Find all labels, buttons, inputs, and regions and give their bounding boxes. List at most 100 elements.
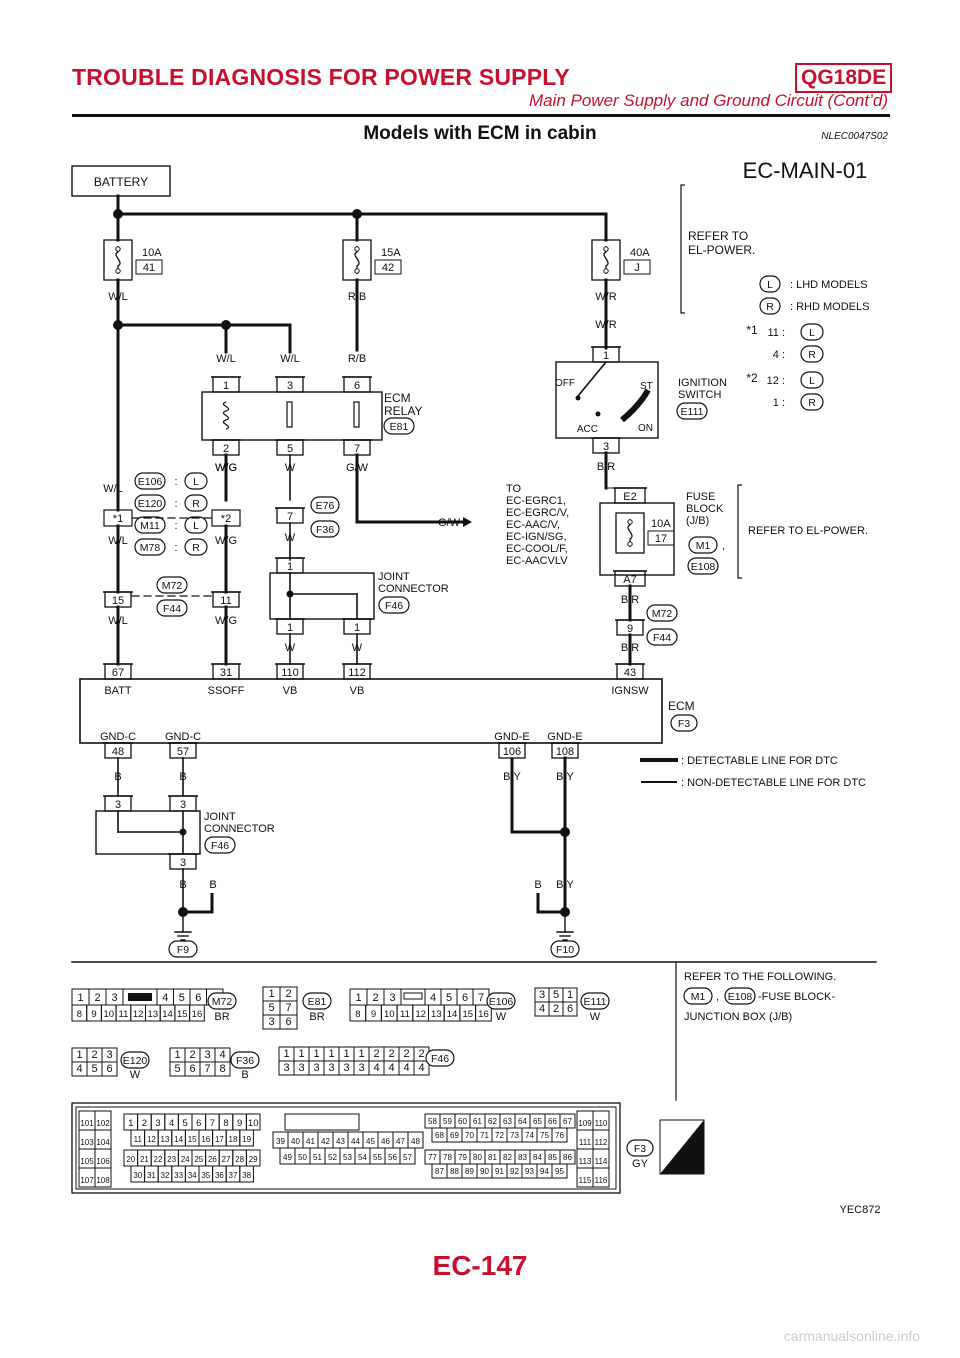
refer-power-2: EL-POWER. xyxy=(688,243,755,257)
fuse-block-e108 xyxy=(687,557,719,575)
f46-row1-cell-text: 1 xyxy=(328,1048,334,1060)
fuse-block-pin-bottom-number: A7 xyxy=(623,574,636,586)
wire-gnd-e1 xyxy=(510,758,565,834)
ignition-term xyxy=(595,411,601,417)
f46-row1-cell-text: 1 xyxy=(358,1048,364,1060)
ignition-connector-tag-text: E111 xyxy=(681,406,704,418)
m72-view-tag-text: M72 xyxy=(212,996,233,1008)
ignition-start-arc xyxy=(620,388,651,423)
fuse-number-box xyxy=(623,259,651,275)
joint-connector-1-body xyxy=(269,572,375,620)
f3-a4-cell xyxy=(239,1165,254,1183)
e106-row1-cell-text: 3 xyxy=(389,992,395,1004)
star-note-tag-text: R xyxy=(808,397,816,409)
conn-table-M78-text: M78 xyxy=(140,542,161,554)
f3-right-cell-text: 111 xyxy=(579,1138,592,1147)
f3-a4-cell-text: 36 xyxy=(215,1171,224,1180)
f46-row2-cell-text: 3 xyxy=(358,1062,364,1074)
connector-f44-b-text: F44 xyxy=(653,632,671,644)
f3-a1-cell-text: 5 xyxy=(183,1118,188,1129)
ignition-contact-arm xyxy=(576,360,608,398)
hs-badge-shade xyxy=(660,1120,704,1174)
f3-left-cell-text: 104 xyxy=(96,1138,110,1147)
section-title: Models with ECM in cabin xyxy=(363,123,597,144)
ecm-pin-67-number: 67 xyxy=(112,667,124,679)
ground-F10 xyxy=(550,940,580,958)
ecm-terminal-GND-C: GND-C xyxy=(100,731,136,743)
star-note-pin: 12 : xyxy=(767,375,785,387)
f3-right-cell-text: 115 xyxy=(579,1176,592,1185)
wire-gw-label: G/W xyxy=(438,517,461,529)
star-note-tag xyxy=(800,323,824,341)
f3-a4-cell-text: 31 xyxy=(147,1171,156,1180)
star-note-marker: *2 xyxy=(746,371,758,385)
f3-b2-cell-text: 49 xyxy=(283,1153,292,1162)
ecm-terminal-IGNSW: IGNSW xyxy=(611,685,649,697)
e111-view-tag xyxy=(580,992,610,1010)
e106-row2-cell-text: 11 xyxy=(400,1009,410,1020)
e81-view-tag-text: E81 xyxy=(308,996,327,1008)
f3-color: GY xyxy=(632,1158,649,1170)
f3-c4-cell-text: 87 xyxy=(435,1167,444,1176)
connector-f36-text: F36 xyxy=(316,524,334,536)
f3-left-cell-text: 106 xyxy=(96,1157,110,1166)
fuse-J-terminal-top xyxy=(603,246,609,252)
hs-badge-text: H.S. xyxy=(675,1156,696,1168)
e81-row0-cell-text: 1 xyxy=(268,988,274,1000)
e106-row2-cell-text: 8 xyxy=(355,1009,360,1020)
f3-c3-cell-text: 79 xyxy=(458,1153,467,1162)
joint1-splice xyxy=(286,590,294,598)
f3-c2-cell-text: 71 xyxy=(480,1131,489,1140)
wire-b-4: B xyxy=(209,879,216,891)
m72-row2-cell-text: 14 xyxy=(162,1009,173,1020)
f36-row1-cell-text: 1 xyxy=(174,1049,180,1061)
connector-f44 xyxy=(156,599,188,617)
joint1-connector-tag xyxy=(378,596,410,614)
fuse-number-box xyxy=(374,259,402,275)
f3-b1-cell-text: 45 xyxy=(366,1137,375,1146)
conn-table-tag xyxy=(184,516,208,534)
f3-key-top xyxy=(284,1113,360,1131)
connector-m72-text: M72 xyxy=(162,580,183,592)
e81-color: BR xyxy=(309,1011,324,1023)
ground-F10-text: F10 xyxy=(556,944,574,956)
fuse-block-comma: , xyxy=(722,540,725,552)
f3-c3-cell-text: 85 xyxy=(548,1153,557,1162)
wire-wg-label-a: W/G xyxy=(215,462,237,474)
f3-b2-cell xyxy=(399,1147,416,1165)
m72-row1-cell-text: 3 xyxy=(111,992,117,1004)
e81-view-tag xyxy=(302,992,332,1010)
e106-view-tag xyxy=(486,992,516,1010)
fuse-block-label-1: BLOCK xyxy=(686,503,724,515)
star2-label: *2 xyxy=(221,513,231,525)
relay-input-wire: W/L xyxy=(216,353,236,365)
fuse-block-pin-top-number: E2 xyxy=(623,491,636,503)
f3-c4-cell-text: 93 xyxy=(525,1167,534,1176)
model-tag-R xyxy=(759,297,781,315)
e111-row1-cell-text: 5 xyxy=(553,989,559,1001)
relay-contact xyxy=(353,401,360,428)
joint1-label-2: CONNECTOR xyxy=(378,583,449,595)
fuse-42-element xyxy=(354,246,360,274)
f3-c3-cell-text: 77 xyxy=(428,1153,437,1162)
f3-c3-cell-text: 84 xyxy=(533,1153,542,1162)
f3-a3-cell-text: 22 xyxy=(154,1155,163,1164)
ref-following-3: JUNCTION BOX (J/B) xyxy=(684,1011,792,1023)
conn-table-tag xyxy=(184,538,208,556)
f36-row2-cell-text: 7 xyxy=(204,1063,210,1075)
f3-left-cell xyxy=(94,1167,112,1188)
m72-row1b-cell-text: 5 xyxy=(179,992,185,1004)
pin15-number: 15 xyxy=(112,595,124,607)
f3-c3-cell-text: 80 xyxy=(473,1153,482,1162)
f3-a3-cell-text: 24 xyxy=(181,1155,190,1164)
f3-a2-cell-text: 14 xyxy=(174,1135,183,1144)
f3-b2-cell-text: 57 xyxy=(403,1153,412,1162)
f3-c2-cell-text: 75 xyxy=(540,1131,549,1140)
star1-label: *1 xyxy=(113,513,123,525)
to-system-6: EC-AACVLV xyxy=(506,555,568,567)
conn-table-M11-text: M11 xyxy=(140,520,160,532)
f3-c2-cell-text: 76 xyxy=(555,1131,564,1140)
e81-row1-cell-text: 7 xyxy=(285,1002,291,1014)
connector-m72 xyxy=(156,576,188,594)
f36-color: B xyxy=(241,1069,248,1081)
